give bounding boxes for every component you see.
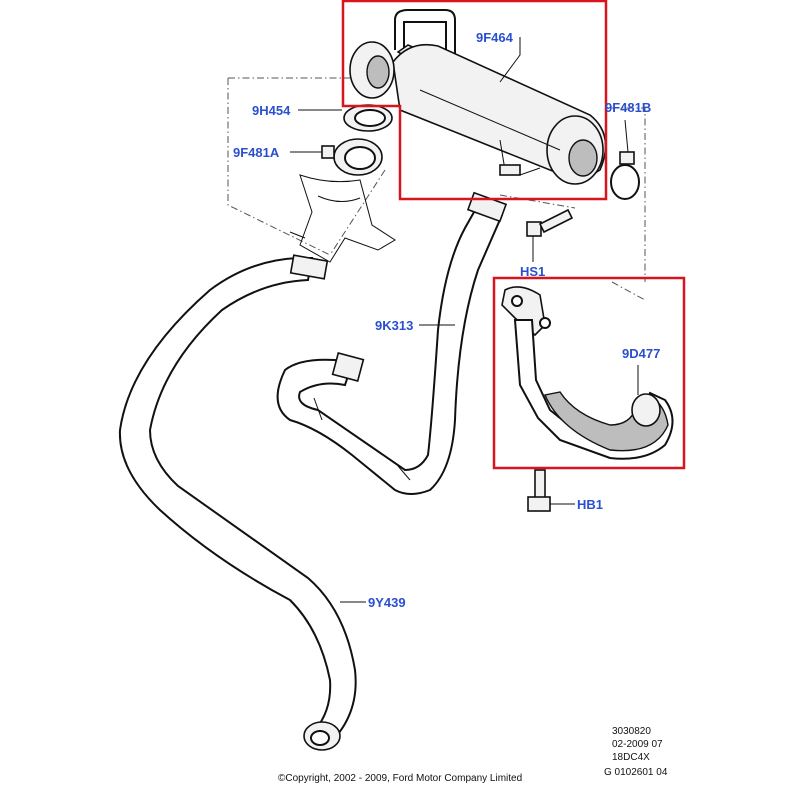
tube-9d477[interactable] [501,286,674,460]
copyright-notice: ©Copyright, 2002 - 2009, Ford Motor Comp… [278,773,522,784]
bolt-hs1[interactable] [526,208,574,237]
bolt-hb1[interactable] [527,469,551,512]
label-hb1: HB1 [577,497,603,512]
drawing-meta: 3030820 02-2009 07 18DC4X G 0102601 04 [604,726,668,778]
label-9d477: 9D477 [622,346,660,361]
meta-line-4: G 0102601 04 [604,767,668,778]
label-9y439: 9Y439 [368,595,406,610]
gasket-9h454[interactable] [343,104,393,132]
clamp-9f481b[interactable] [610,151,640,200]
label-9f481a: 9F481A [233,145,280,160]
hose-9k313[interactable] [276,191,508,495]
label-9k313: 9K313 [375,318,413,333]
clamp-9f481a[interactable] [321,138,383,176]
engine-outline [289,174,396,263]
label-hs1: HS1 [520,264,545,279]
highlight-box-tube [492,276,686,470]
leader-lines [290,37,639,603]
meta-line-3: 18DC4X [612,752,650,763]
highlight-box-egr-cooler [341,0,608,201]
label-9f481b: 9F481B [605,100,651,115]
highlight-boxes [341,0,686,470]
hose-9y439[interactable] [118,254,357,751]
callouts: 9F464 9H454 9F481A 9F481B HS1 9K313 9D47… [233,30,660,610]
egr-cooler[interactable] [349,9,607,185]
meta-line-1: 3030820 [612,726,651,737]
meta-line-2: 02-2009 07 [612,739,663,750]
label-9f464: 9F464 [476,30,514,45]
label-9h454: 9H454 [252,103,291,118]
